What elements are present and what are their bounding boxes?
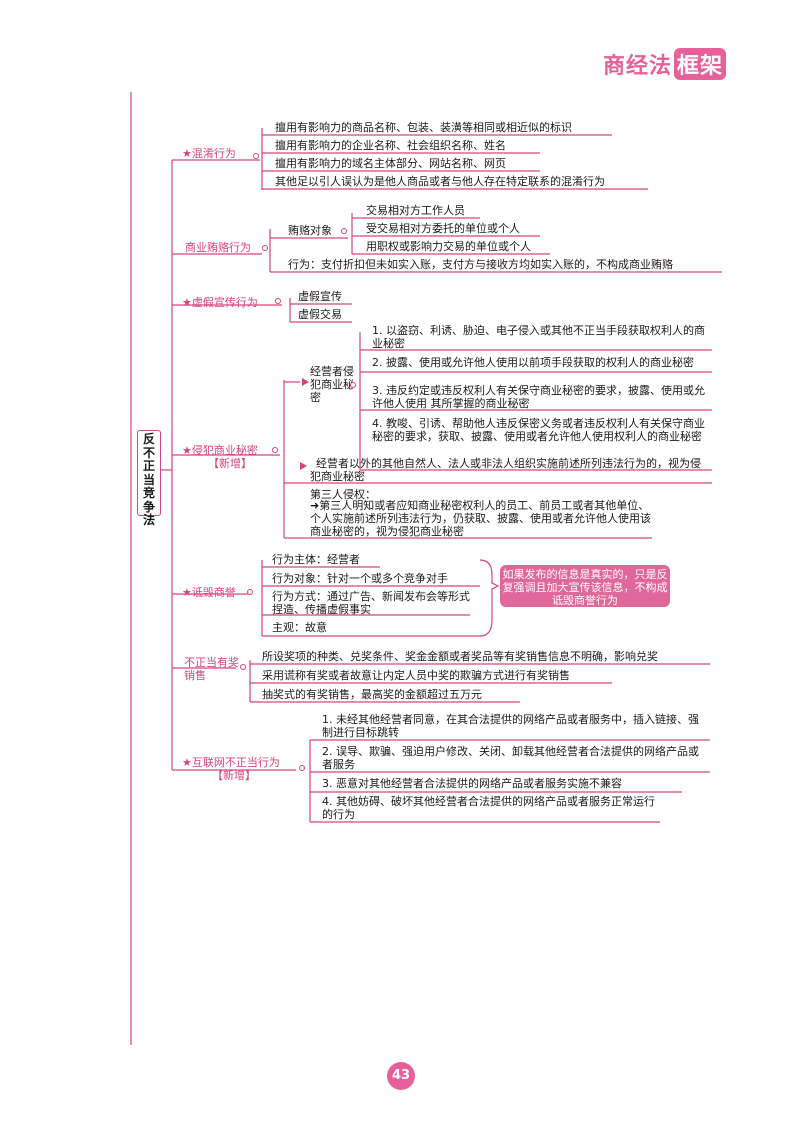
list-item: 虚假宣传 [298,290,342,303]
new-tag: 【新增】 [208,457,252,470]
branch-false-ad: ★虚假宣传行为 [182,296,258,309]
list-item: 擅用有影响力的域名主体部分、网站名称、网页 [275,157,506,170]
star-icon: ★ [182,296,192,309]
collapse-icon [350,382,356,388]
list-item: 1. 未经其他经营者同意，在其合法提供的网络产品或者服务中，插入链接、强制进行目… [322,713,699,739]
flag-icon [302,378,309,386]
branch-false-ad-label: 虚假宣传行为 [191,296,258,309]
collapse-icon [253,153,259,159]
list-item: 其他足以引人误认为是他人商品或者与他人存在特定联系的混淆行为 [275,175,605,188]
third-party-text: ➜第三人明知或者应知商业秘密权利人的员工、前员工或者其他单位、个人实施前述所列违… [310,499,651,538]
list-item: 采用谎称有奖或者故意让内定人员中奖的欺骗方式进行有奖销售 [262,669,570,682]
branch-confusion-label: 混淆行为 [191,147,236,160]
list-item: 主观：故意 [272,621,327,634]
list-item: 虚假交易 [298,308,342,321]
list-item: 2. 披露、使用或允许他人使用以前项手段获取的权利人的商业秘密 [372,356,694,369]
list-item: 4. 教唆、引诱、帮助他人违反保密义务或者违反权利人有关保守商业秘密的要求，获取… [372,417,705,443]
star-icon: ★ [182,147,192,160]
brand-text: 商经法 [602,54,672,79]
list-item: 抽奖式的有奖销售，最高奖的金额超过五万元 [262,688,482,701]
brand-box: 框架 [673,48,726,80]
list-item: 行为方式：通过广告、新闻发布会等形式捏造、传播虚假事实 [272,590,470,616]
branch-bribery-label: 商业贿赂行为 [185,241,251,254]
new-tag: 【新增】 [212,769,256,782]
collapse-icon [299,765,305,771]
collapse-icon [272,447,278,453]
brand-logo: 商经法框架 [603,48,726,80]
list-item: 行为对象：针对一个或多个竞争对手 [272,572,448,585]
branch-internet: ★互联网不正当行为 [182,756,280,769]
operator-label: 经营者侵犯商业秘密 [310,365,354,404]
list-item: 用职权或影响力交易的单位或个人 [366,240,531,253]
collapse-icon [275,298,281,304]
list-item: 4. 其他妨碍、破坏其他经营者合法提供的网络产品或者服务正常运行的行为 [322,795,655,821]
list-item: 行为主体：经营者 [272,553,360,566]
defamation-callout: 如果发布的信息是真实的，只是反复强调且加大宣传该信息，不构成诋毁商誉行为 [500,565,670,607]
star-icon: ★ [182,586,192,599]
star-icon: ★ [182,444,192,457]
root-node: 反不正当竞争法 [137,430,161,527]
branch-trade-secret-label: 侵犯商业秘密 [191,444,258,457]
branch-defamation-label: 诋毁商誉 [191,586,236,599]
list-item: 3. 违反约定或违反权利人有关保守商业秘密的要求，披露、使用或允许他人使用 其所… [372,384,705,410]
bribery-act: 行为：支付折扣但未如实入账，支付方与接收方均如实入账的，不构成商业贿赂 [288,258,673,271]
trade-secret-others: 经营者以外的其他自然人、法人或非法人组织实施前述所列违法行为的，视为侵犯商业秘密 [310,457,701,483]
list-item: 擅用有影响力的商品名称、包装、装潢等相同或相近似的标识 [275,121,572,134]
collapse-icon [240,664,246,670]
third-party-title: 第三人侵权： [310,488,376,501]
list-item: 受交易相对方委托的单位或个人 [366,222,520,235]
page-number: 43 [387,1062,415,1090]
branch-confusion: ★混淆行为 [182,147,236,160]
list-item: 所设奖项的种类、兑奖条件、奖金金额或者奖品等有奖销售信息不明确，影响兑奖 [262,650,658,663]
branch-trade-secret: ★侵犯商业秘密 [182,444,258,457]
collapse-icon [341,228,347,234]
list-item: 3. 恶意对其他经营者合法提供的网络产品或者服务实施不兼容 [322,777,622,790]
flag-icon [300,462,307,470]
list-item: 交易相对方工作人员 [366,204,465,217]
branch-lottery-label: 不正当有奖销售 [184,656,239,682]
list-item: 2. 误导、欺骗、强迫用户修改、关闭、卸载其他经营者合法提供的网络产品或者服务 [322,745,699,771]
collapse-icon [262,245,268,251]
branch-internet-label: 互联网不正当行为 [191,756,280,769]
list-item: 擅用有影响力的企业名称、社会组织名称、姓名 [275,139,506,152]
star-icon: ★ [182,756,192,769]
list-item: 1. 以盗窃、利诱、胁迫、电子侵入或其他不正当手段获取权利人的商业秘密 [372,324,705,350]
branch-defamation: ★诋毁商誉 [182,586,236,599]
bribery-object-label: 贿赂对象 [288,224,332,237]
collapse-icon [247,589,253,595]
callout-text: 如果发布的信息是真实的，只是反复强调且加大宣传该信息，不构成诋毁商誉行为 [502,568,668,607]
